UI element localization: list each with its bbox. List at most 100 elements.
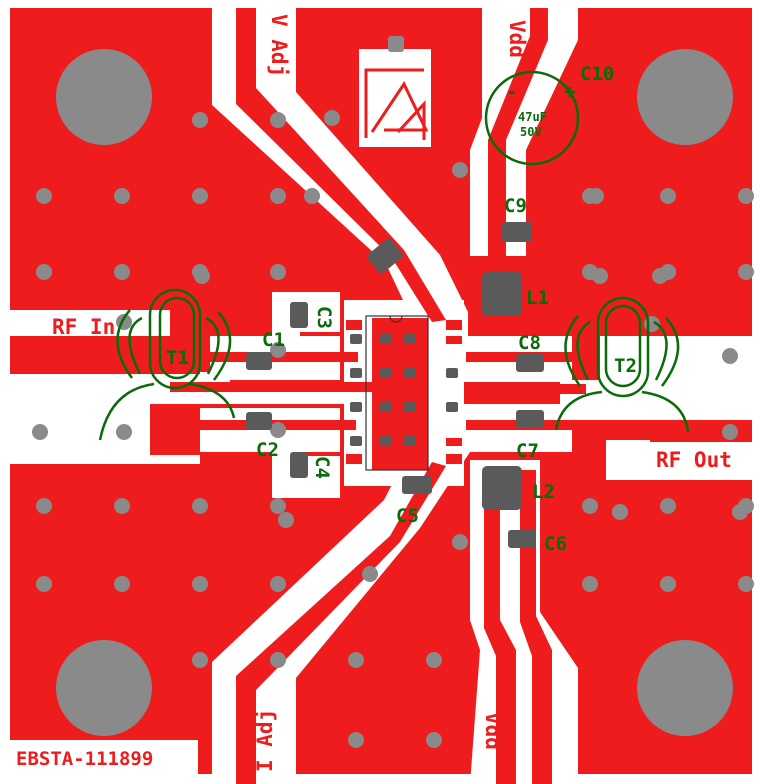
c10-value: 47uF <box>518 110 547 124</box>
i-adj-label: I Adj <box>253 709 277 772</box>
l2-pad <box>482 466 522 510</box>
via-icon <box>652 268 668 284</box>
connector-labels: RF In RF Out V Adj Vdd I Adj Vdd <box>52 14 732 772</box>
l1-pad <box>482 272 522 316</box>
ic-pins <box>350 334 458 446</box>
c3-pad <box>290 302 308 328</box>
c10-capacitor <box>484 70 580 166</box>
c8-label: C8 <box>518 332 541 354</box>
via-icon <box>192 652 208 668</box>
vdd-top-label: Vdd <box>505 20 529 58</box>
t1-label: T1 <box>166 347 189 369</box>
via-icon <box>36 576 52 592</box>
board-id-label: EBSTA-111899 <box>16 748 153 770</box>
c10-label: C10 <box>580 63 614 85</box>
via-icon <box>270 342 286 358</box>
c2-label: C2 <box>256 439 279 461</box>
via-icon <box>582 576 598 592</box>
via-icon <box>114 264 130 280</box>
mounting-holes <box>56 49 733 736</box>
c9-label: C9 <box>504 195 527 217</box>
via-icon <box>324 110 340 126</box>
c10-minus: - <box>506 81 517 103</box>
via-icon <box>660 188 676 204</box>
via-icon <box>192 112 208 128</box>
via-icon <box>452 534 468 550</box>
c3-label: C3 <box>313 306 335 329</box>
via-icon <box>660 576 676 592</box>
via-icon <box>738 264 754 280</box>
c9-pad <box>502 222 532 242</box>
c10-plus: + <box>564 81 575 103</box>
c10-voltage: 50V <box>520 125 542 139</box>
c1-pad <box>246 352 272 370</box>
mounting-hole-icon <box>637 49 733 145</box>
company-logo-icon <box>357 36 433 149</box>
mounting-hole-icon <box>637 640 733 736</box>
via-icon <box>738 188 754 204</box>
t2-transformer <box>554 296 690 433</box>
via-icon <box>270 422 286 438</box>
silkscreen-labels: C1 C2 C3 C4 C5 C6 C7 C8 C9 C10 47uF 50V … <box>166 63 637 555</box>
via-icon <box>278 512 294 528</box>
board-id-box <box>10 740 198 776</box>
vadj-pad <box>367 238 403 274</box>
c5-label: C5 <box>396 505 419 527</box>
l2-label: L2 <box>532 481 555 503</box>
via-icon <box>304 188 320 204</box>
via-icon <box>732 504 748 520</box>
via-icon <box>348 652 364 668</box>
via-icon <box>36 264 52 280</box>
via-icon <box>36 188 52 204</box>
l1-label: L1 <box>526 287 549 309</box>
via-icon <box>192 576 208 592</box>
via-icon <box>452 162 468 178</box>
via-icon <box>722 348 738 364</box>
via-icon <box>270 112 286 128</box>
via-icon <box>362 566 378 582</box>
via-icon <box>114 576 130 592</box>
via-icon <box>192 188 208 204</box>
c6-label: C6 <box>544 533 567 555</box>
via-icon <box>270 576 286 592</box>
via-icon <box>270 498 286 514</box>
via-icon <box>114 498 130 514</box>
c4-pad <box>290 452 308 478</box>
c2-pad <box>246 412 272 430</box>
ic-notch <box>389 315 403 323</box>
via-icon <box>36 498 52 514</box>
via-icon <box>116 424 132 440</box>
via-icon <box>426 652 442 668</box>
via-icon <box>114 188 130 204</box>
mounting-hole-icon <box>56 640 152 736</box>
via-icon <box>192 498 208 514</box>
via-icon <box>738 576 754 592</box>
t2-label: T2 <box>614 355 637 377</box>
via-icon <box>32 424 48 440</box>
via-icon <box>582 498 598 514</box>
via-icon <box>592 268 608 284</box>
c4-label: C4 <box>311 456 333 479</box>
c7-pad <box>516 410 544 428</box>
via-icon <box>588 188 604 204</box>
c6-pad <box>508 530 536 548</box>
via-icon <box>426 732 442 748</box>
via-icon <box>194 268 210 284</box>
via-icon <box>270 188 286 204</box>
vdd-bottom-label: Vdd <box>481 712 505 750</box>
via-icon <box>660 498 676 514</box>
via-icon <box>722 424 738 440</box>
rf-out-label: RF Out <box>656 448 732 472</box>
v-adj-label: V Adj <box>267 14 291 77</box>
c7-label: C7 <box>516 440 539 462</box>
c5-pad <box>402 476 432 494</box>
smd-pads <box>246 222 544 548</box>
via-icon <box>270 652 286 668</box>
ic-outline <box>365 315 429 471</box>
via-icon <box>348 732 364 748</box>
rf-in-label: RF In <box>52 315 115 339</box>
t1-transformer <box>98 288 236 441</box>
c1-label: C1 <box>262 329 285 351</box>
via-icon <box>270 264 286 280</box>
